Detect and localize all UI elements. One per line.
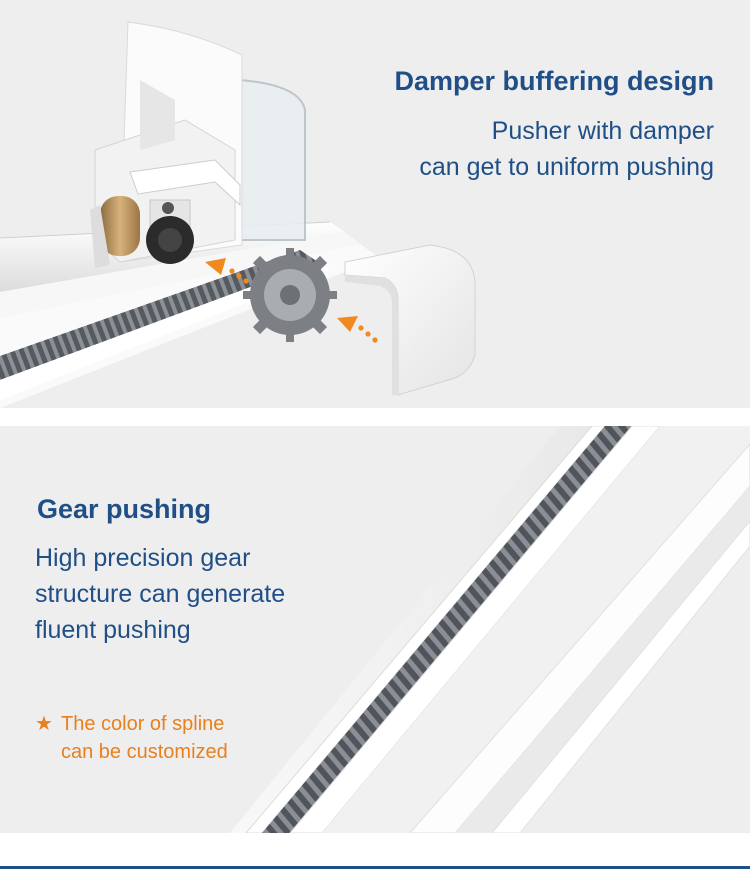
section-divider [0, 408, 750, 426]
customization-note: ★ The color of spline can be customized [35, 710, 228, 766]
gear-title: Gear pushing [37, 494, 212, 524]
rack-teeth [262, 426, 632, 833]
damper-cylinder [100, 196, 140, 256]
damper-title: Damper buffering design [394, 66, 714, 96]
rail-illustration [230, 426, 750, 833]
footer-rule [0, 866, 750, 869]
gear-section [0, 426, 750, 833]
gear-description-line: High precision gear [35, 544, 251, 572]
damper-section: Damper buffering design Pusher with damp… [0, 0, 750, 408]
star-icon: ★ [35, 713, 53, 735]
note-line: can be customized [61, 741, 228, 763]
dotted-arrow-icon [337, 316, 378, 343]
dotted-arrow-icon [205, 258, 249, 284]
end-cap [344, 244, 476, 396]
note-line: The color of spline [61, 713, 225, 735]
damper-description-line: can get to uniform pushing [419, 153, 714, 181]
gear-description-line: structure can generate [35, 580, 286, 608]
gear-description: High precision gear structure can genera… [35, 540, 285, 648]
damper-description-line: Pusher with damper [491, 117, 714, 145]
pusher-module [90, 21, 306, 268]
diagonal-rack-rail [230, 426, 750, 833]
damper-description: Pusher with damper can get to uniform pu… [419, 113, 714, 185]
damper-gear-wheel [243, 248, 337, 342]
damper-illustration [0, 21, 476, 408]
rack-teeth [0, 250, 318, 380]
gear-description-line: fluent pushing [35, 616, 191, 644]
